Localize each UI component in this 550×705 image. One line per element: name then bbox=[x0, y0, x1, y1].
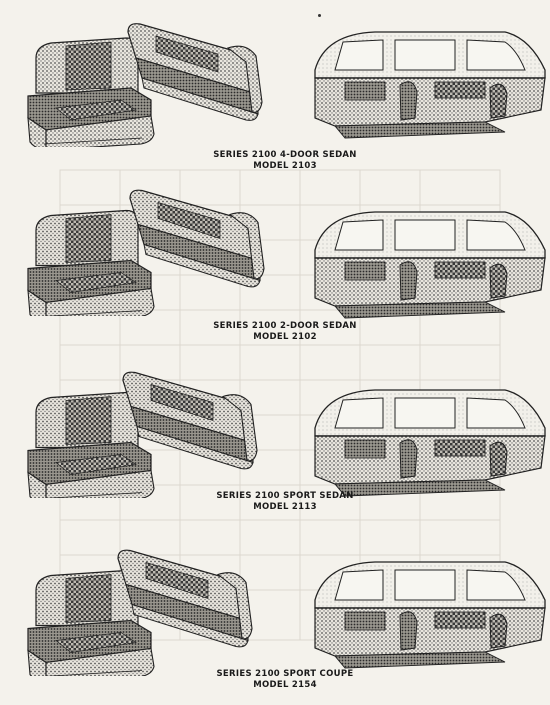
seat-upholstery-illustration bbox=[27, 189, 265, 316]
seat-upholstery-illustration bbox=[27, 371, 258, 498]
model-number: MODEL 2154 bbox=[253, 680, 317, 690]
car-interior-illustration bbox=[314, 211, 546, 319]
series-title: SERIES 2100 2-DOOR SEDAN bbox=[213, 321, 357, 331]
series-title: SERIES 2100 SPORT SEDAN bbox=[216, 491, 354, 501]
series-title: SERIES 2100 4-DOOR SEDAN bbox=[213, 150, 357, 160]
model-number: MODEL 2103 bbox=[253, 161, 317, 171]
seat-upholstery-illustration bbox=[27, 23, 263, 147]
seat-upholstery-illustration bbox=[27, 549, 253, 676]
car-interior-illustration bbox=[314, 31, 546, 139]
section-caption: SERIES 2100 4-DOOR SEDAN MODEL 2103 bbox=[0, 150, 550, 172]
print-speck bbox=[318, 14, 321, 17]
series-title: SERIES 2100 SPORT COUPE bbox=[216, 669, 354, 679]
section-caption: SERIES 2100 2-DOOR SEDAN MODEL 2102 bbox=[0, 321, 550, 343]
car-interior-illustration bbox=[314, 561, 546, 669]
section-caption: SERIES 2100 SPORT COUPE MODEL 2154 bbox=[0, 669, 550, 691]
section-caption: SERIES 2100 SPORT SEDAN MODEL 2113 bbox=[0, 491, 550, 513]
model-number: MODEL 2113 bbox=[253, 502, 317, 512]
car-interior-illustration bbox=[314, 389, 546, 497]
model-number: MODEL 2102 bbox=[253, 332, 317, 342]
